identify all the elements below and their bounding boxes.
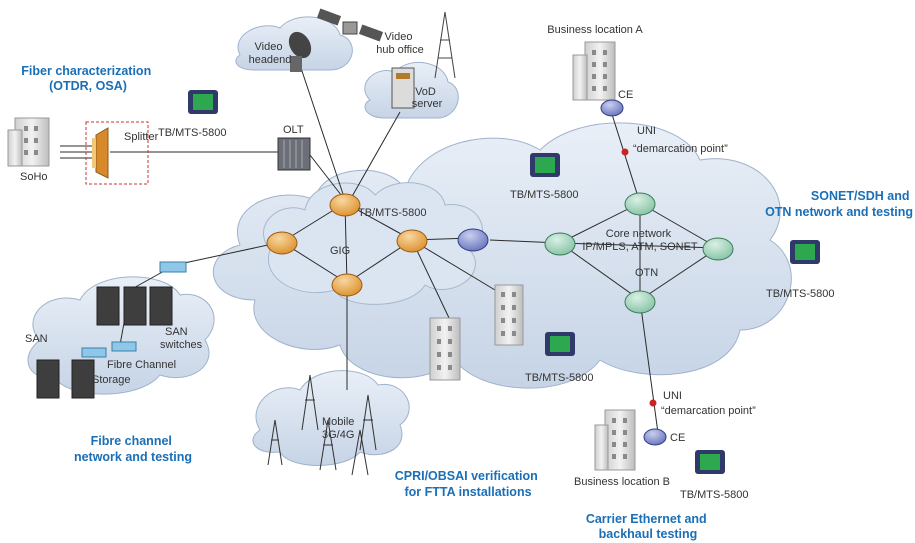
san-switches-label: SAN switches (160, 326, 203, 351)
tester-label: TB/MTS-5800 (510, 189, 578, 201)
business-a-building-icon (572, 41, 616, 101)
office-building-icon (429, 317, 461, 381)
section-sonet-title: SONET/SDH and OTN network and testing (765, 189, 913, 219)
business-b-label: Business location B (574, 476, 670, 488)
test-instrument-icons (188, 90, 820, 474)
satellite-dish-icon (288, 31, 312, 72)
cell-tower-icon (351, 429, 369, 476)
section-fibre-channel-title: Fibre channel network and testing (74, 434, 192, 464)
section-fiber-title: Fiber characterization (OTDR, OSA) (21, 64, 154, 93)
splitter-box (85, 121, 149, 185)
ce-bottom-label: CE (670, 432, 685, 444)
san-label: SAN (25, 333, 48, 345)
san-switch-icon (81, 261, 187, 358)
vod-server-icon (391, 67, 415, 109)
tester-label: TB/MTS-5800 (358, 207, 426, 219)
edge-router-icon (457, 228, 489, 252)
business-a-label: Business location A (547, 24, 643, 36)
gig-router-icon (329, 193, 361, 217)
core-router-icon (624, 290, 656, 314)
router-icons (266, 99, 734, 446)
splitter-icon (92, 127, 109, 179)
section-cpri-title: CPRI/OBSAI verification for FTTA install… (395, 469, 542, 499)
tester-icon (695, 450, 725, 474)
demarcation-dot-top (621, 148, 629, 156)
tester-label: TB/MTS-5800 (158, 127, 226, 139)
core-router-icon (544, 232, 576, 256)
soho-label: SoHo (20, 171, 48, 183)
uni-top-label: UNI “demarcation point” (633, 125, 728, 155)
cell-tower-icon (267, 419, 283, 466)
ce-top-label: CE (618, 89, 633, 101)
tester-label: TB/MTS-5800 (766, 288, 834, 300)
soho-building-icon (7, 117, 50, 167)
tester-icon (790, 240, 820, 264)
tester-icon (530, 153, 560, 177)
cell-towers (267, 374, 377, 476)
gig-router-icon (331, 273, 363, 297)
office-building-icon (494, 284, 524, 346)
tester-icon (188, 90, 218, 114)
olt-icon (277, 137, 311, 171)
core-router-icon (702, 237, 734, 261)
splitter-label: Splitter (124, 131, 159, 143)
demarcation-dot-bottom (649, 399, 657, 407)
tester-label: TB/MTS-5800 (525, 372, 593, 384)
ce-router-icon (600, 99, 624, 117)
core-network-label: Core network IP/MPLS, ATM, SONET (582, 228, 698, 253)
uni-bottom-label: UNI “demarcation point” (661, 390, 756, 417)
video-headend-label: Video headend (249, 41, 292, 66)
san-servers (36, 286, 173, 399)
olt-label: OLT (283, 124, 304, 136)
cell-tower-icon (319, 419, 337, 471)
mobile-cloud (252, 370, 410, 466)
core-router-icon (624, 192, 656, 216)
tester-label: TB/MTS-5800 (680, 489, 748, 501)
cell-tower-icon (359, 394, 377, 451)
gig-router-icon (266, 231, 298, 255)
mobile-label: Mobile 3G/4G (322, 416, 357, 441)
video-hub-label: Video hub office (376, 31, 424, 56)
otn-label: OTN (635, 267, 658, 279)
business-b-building-icon (594, 409, 636, 471)
section-carrier-title: Carrier Ethernet and backhaul testing (586, 512, 710, 541)
fibre-channel-storage-label: Fibre Channel Storage (92, 359, 179, 386)
tester-icon (545, 332, 575, 356)
antenna-tower-icon (434, 11, 456, 79)
ce-router-icon (643, 428, 667, 446)
satellite-icon (316, 8, 384, 42)
gig-label: GIG (330, 245, 350, 257)
cell-tower-icon (301, 374, 319, 431)
vod-server-label: VoD server (412, 86, 443, 110)
gig-router-icon (396, 229, 428, 253)
